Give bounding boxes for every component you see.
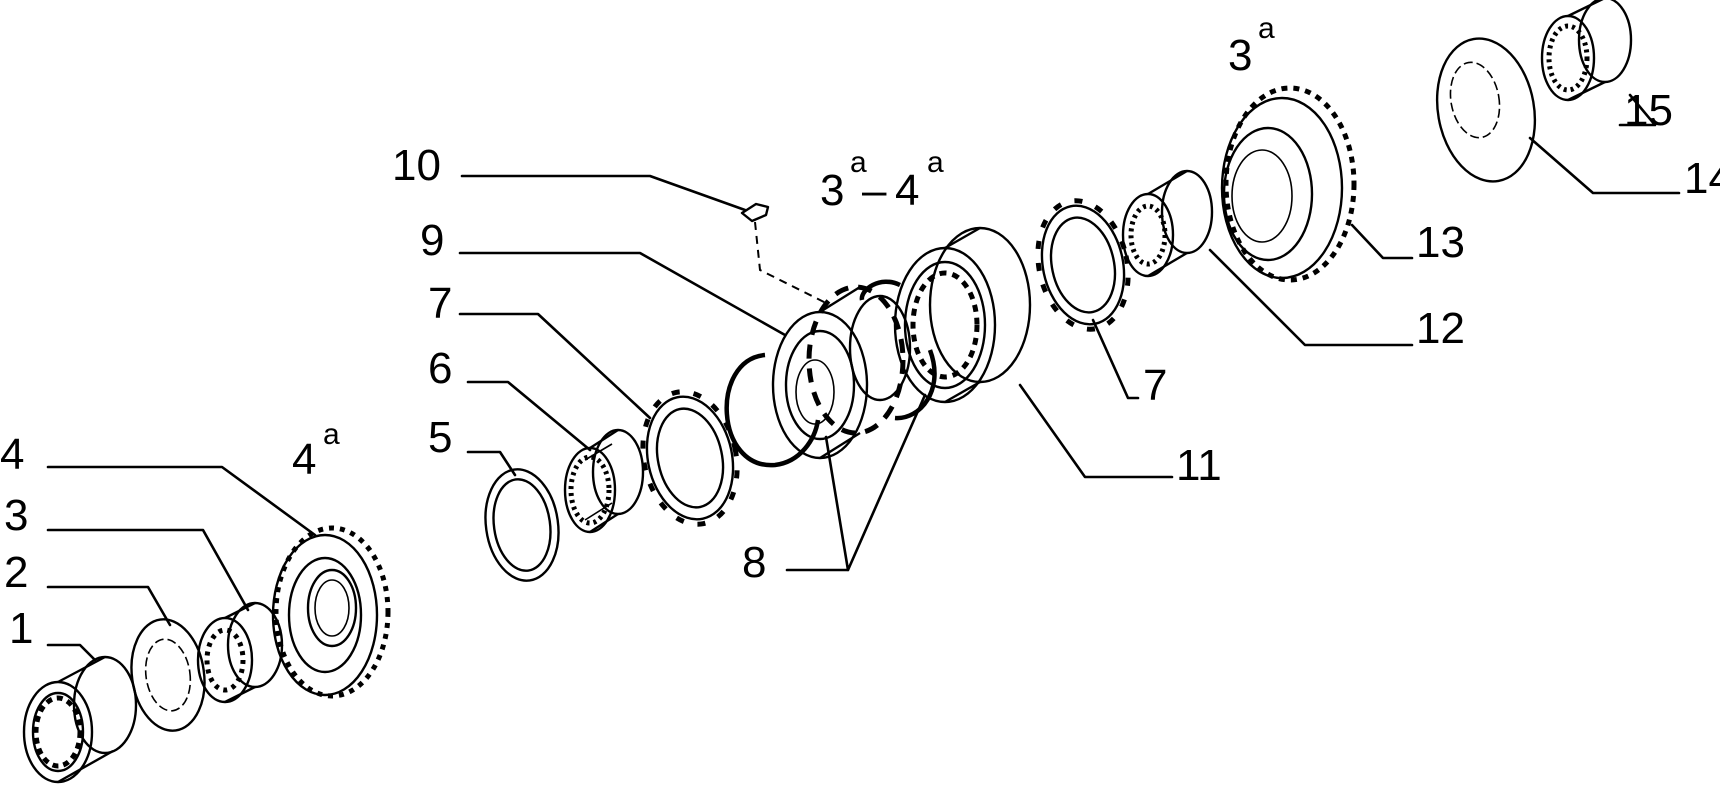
- label-part-2: 2: [4, 548, 28, 597]
- label-part-15: 15: [1624, 86, 1673, 135]
- label-part-6: 6: [428, 344, 452, 393]
- leader-4: [46, 465, 317, 537]
- part-10-key: [740, 202, 770, 223]
- part-13-gear-third: [1220, 85, 1357, 283]
- leader-9: [458, 251, 787, 337]
- label-part-9: 9: [420, 216, 444, 265]
- leader-7a: [458, 312, 652, 420]
- leader-15: [1618, 93, 1657, 127]
- svg-text:3: 3: [1228, 31, 1252, 80]
- part-6-bearing: [563, 428, 645, 534]
- svg-text:a: a: [927, 146, 944, 179]
- leader-6: [466, 380, 592, 452]
- leader-11: [1018, 383, 1174, 479]
- leader-3: [46, 528, 250, 612]
- leader-12: [1208, 248, 1414, 347]
- label-part-1: 1: [9, 604, 33, 653]
- part-9-synchro-hub: [771, 284, 912, 460]
- label-part-3: 3: [4, 491, 28, 540]
- gear-label-third: 3 a: [1228, 12, 1275, 80]
- svg-text:4: 4: [292, 435, 316, 484]
- label-part-8: 8: [742, 538, 766, 587]
- gear-label-third-fourth: 3 a – 4 a: [820, 146, 944, 215]
- part-8-spring-rings: [724, 279, 937, 468]
- part-7b-synchro-ring: [1035, 198, 1131, 332]
- label-part-7a: 7: [428, 279, 452, 328]
- label-part-14: 14: [1684, 154, 1720, 203]
- label-part-7b: 7: [1143, 361, 1167, 410]
- leader-1: [46, 643, 97, 662]
- leader-8: [785, 393, 927, 572]
- svg-text:4: 4: [895, 166, 919, 215]
- leader-lines: [46, 93, 1681, 662]
- label-part-11: 11: [1176, 441, 1222, 490]
- leader-10: [460, 174, 747, 212]
- gear-label-fourth: 4 a: [292, 418, 340, 484]
- leader-7b: [1091, 318, 1140, 400]
- label-part-10: 10: [392, 141, 441, 190]
- part-2-washer: [130, 618, 206, 732]
- part-14-washer: [1435, 37, 1537, 183]
- part-4-gear-fourth: [271, 525, 391, 699]
- part-5-washer: [484, 468, 560, 582]
- label-part-13: 13: [1416, 218, 1465, 267]
- label-part-5: 5: [428, 413, 452, 462]
- svg-text:–: –: [862, 166, 887, 215]
- leader-14: [1528, 136, 1681, 195]
- label-part-12: 12: [1416, 304, 1465, 353]
- part-12-bearing: [1121, 169, 1214, 278]
- leader-13: [1350, 223, 1414, 260]
- part-10-guide-dashed: [754, 221, 831, 306]
- part-7a-synchro-ring: [640, 389, 740, 527]
- svg-text:a: a: [850, 146, 867, 179]
- part-11-sleeve: [893, 226, 1032, 404]
- svg-text:a: a: [1258, 12, 1275, 45]
- leader-2: [46, 585, 172, 627]
- part-1-bearing: [22, 655, 138, 784]
- part-15-needle-cage: [1540, 0, 1633, 102]
- leader-5: [466, 450, 517, 477]
- label-part-4: 4: [0, 430, 24, 479]
- svg-text:a: a: [323, 418, 340, 451]
- svg-text:3: 3: [820, 166, 844, 215]
- part-3-hub: [196, 601, 284, 704]
